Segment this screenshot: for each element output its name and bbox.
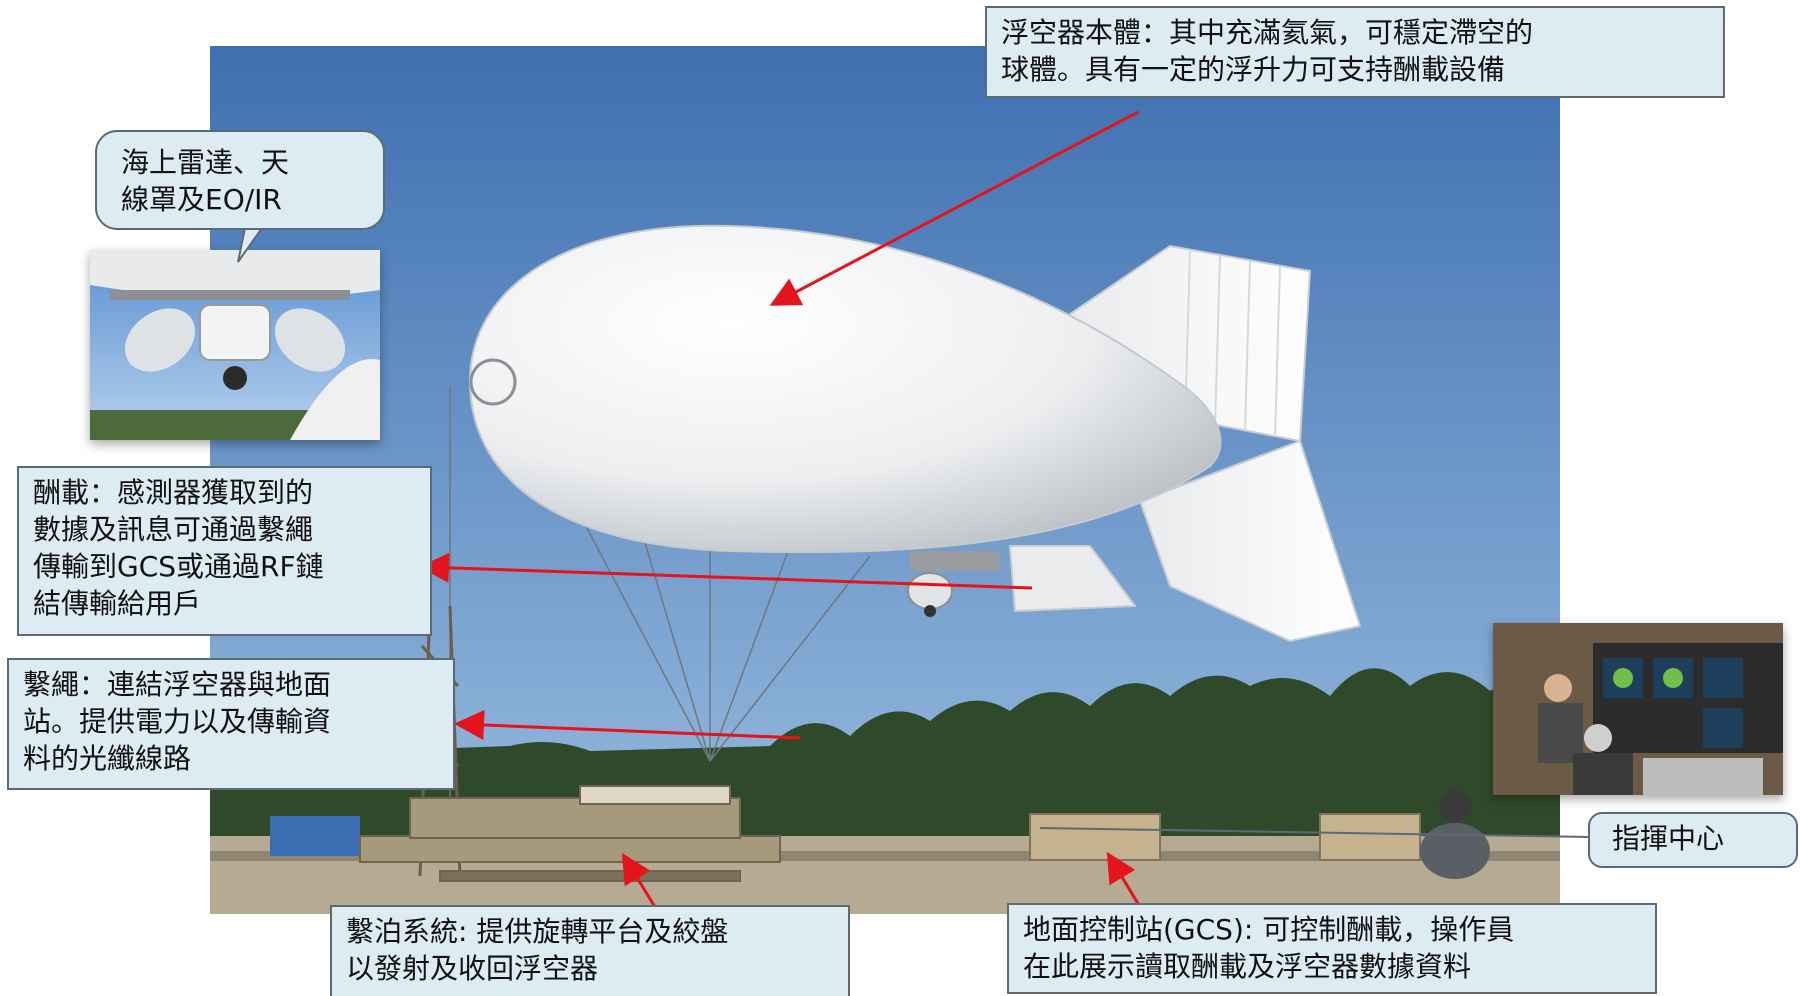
radar-callout-pointer <box>237 227 264 263</box>
tether-arrow <box>454 710 801 740</box>
radar-callout: 海上雷達、天 線罩及EO/IR <box>95 130 385 230</box>
command-center-photo <box>1493 623 1783 795</box>
gcs-callout: 地面控制站(GCS): 可控制酬載，操作員 在此展示讀取酬載及浮空器數據資料 <box>1007 903 1657 994</box>
payload-arrow <box>419 552 1033 590</box>
envelope-callout: 浮空器本體：其中充滿氦氣，可穩定滯空的 球體。具有一定的浮升力可支持酬載設備 <box>985 6 1725 98</box>
radar-inset-photo <box>90 250 380 440</box>
command-center-leader <box>1039 827 1591 838</box>
envelope-arrow <box>769 110 1139 306</box>
command-center-scene <box>1493 623 1783 795</box>
gcs-arrow <box>1106 851 1142 908</box>
radar-inset-scene <box>90 250 380 440</box>
mooring-callout: 繫泊系統: 提供旋轉平台及絞盤 以發射及收回浮空器 <box>330 905 850 996</box>
payload-callout: 酬載：感測器獲取到的 數據及訊息可通過繫繩 傳輸到GCS或通過RF鏈 結傳輸給用… <box>17 466 432 636</box>
command-center-callout: 指揮中心 <box>1588 812 1798 868</box>
tether-callout: 繫繩：連結浮空器與地面 站。提供電力以及傳輸資 料的光纖線路 <box>7 658 455 790</box>
mooring-arrow <box>621 852 657 908</box>
